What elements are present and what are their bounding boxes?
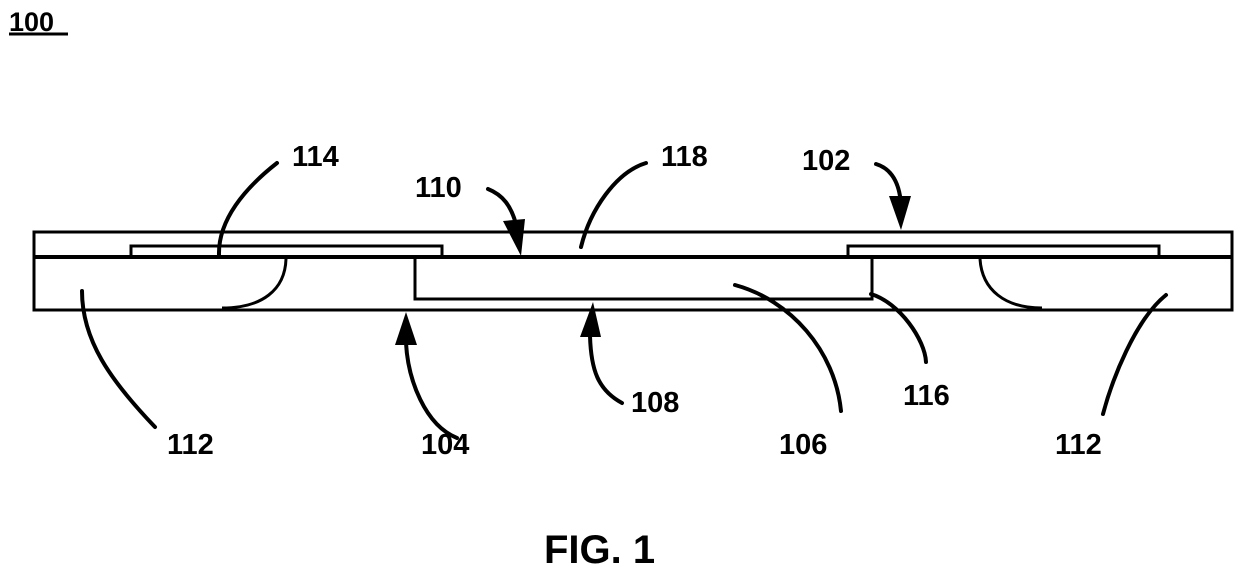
right-region-arc-116 xyxy=(980,259,1042,308)
arrowhead-108 xyxy=(580,302,601,337)
label-112-left: 112 xyxy=(167,429,214,461)
leader-118 xyxy=(581,163,646,247)
arrowhead-104 xyxy=(395,312,417,345)
label-102: 102 xyxy=(802,145,850,177)
leader-108 xyxy=(590,336,622,403)
leader-116 xyxy=(871,294,926,362)
device-cross-section xyxy=(34,232,1232,310)
recess-106 xyxy=(415,257,872,299)
leader-110 xyxy=(488,189,516,224)
leader-104 xyxy=(406,343,457,438)
leader-114 xyxy=(219,163,277,255)
label-112-right: 112 xyxy=(1055,429,1102,461)
label-104: 104 xyxy=(421,429,469,461)
label-118: 118 xyxy=(661,141,708,173)
leader-102 xyxy=(876,164,900,196)
label-108: 108 xyxy=(631,387,679,419)
label-106: 106 xyxy=(779,429,827,461)
substrate-112 xyxy=(34,257,1232,310)
label-110: 110 xyxy=(415,172,462,204)
label-116: 116 xyxy=(903,380,950,412)
reference-labels: 114 110 118 102 112 104 108 106 116 112 xyxy=(167,141,1102,461)
leader-112-right xyxy=(1103,295,1166,414)
arrowhead-110 xyxy=(503,219,525,256)
figure-caption: FIG. 1 xyxy=(544,528,655,567)
arrowhead-102 xyxy=(889,196,911,230)
leader-106 xyxy=(735,285,841,411)
left-region-arc xyxy=(222,259,286,308)
label-114: 114 xyxy=(292,141,339,173)
